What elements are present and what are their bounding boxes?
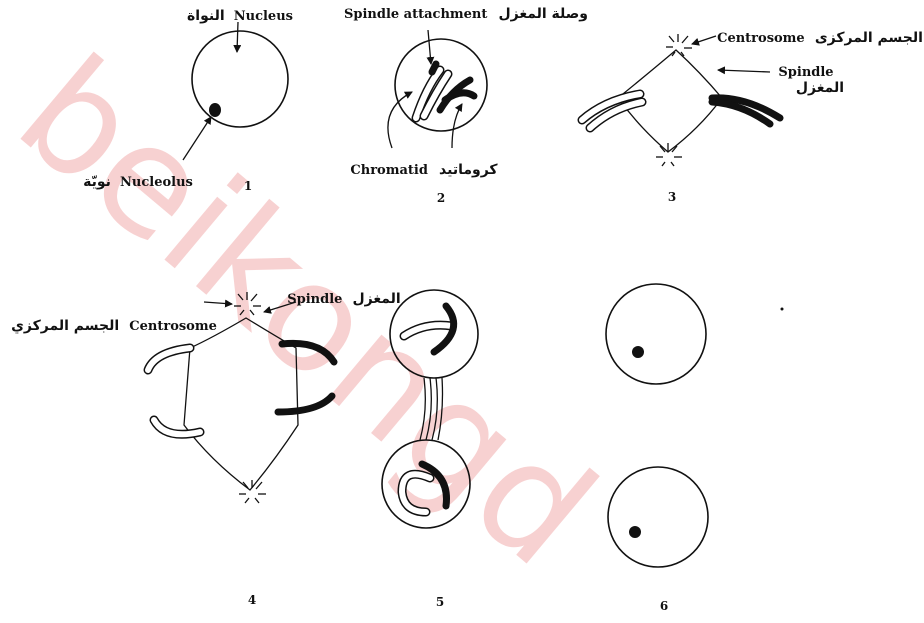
stage-3-number: 3 [668,190,676,204]
stage-3-chromosomes [582,94,780,128]
centrosome-arabic-label-3: الجسم المركزى [815,30,923,46]
stage-2-chromatid-label: Chromatid كروماتيد [350,159,498,178]
stage-1-nucleus-arrow [237,22,238,52]
watermark: beikongd [0,24,626,600]
stage-3: Centrosome الجسم المركزى Spindle المغزل … [582,27,923,204]
stage-6: 6 [606,284,784,613]
stray-dot [781,308,784,311]
nucleolus-label: Nucleolus [120,175,193,190]
stage-3-centrosome-label: Centrosome الجسم المركزى [717,27,923,46]
centrosome-arabic-label-4: الجسم المركزي [11,318,119,335]
stage-1-nucleus-label: النواة Nucleus [187,5,293,24]
stage-4-centrosome-bottom [239,480,266,503]
stage-2-spindle-attachment-arrow [428,30,431,64]
stage-3-centrosome-bottom [656,143,682,166]
nucleus-arabic-label: النواة [187,8,225,24]
stage-6-cell-top [606,284,706,384]
spindle-attachment-label: Spindle attachment [344,7,487,22]
watermark-text: beikongd [0,24,626,600]
stage-2-chromatid-arrow-left [388,92,412,148]
spindle-label-4: Spindle [287,292,342,307]
stage-2-chromosomes [416,64,474,118]
chromatid-arabic-label: كروماتيد [439,162,498,178]
stage-3-centrosome-arrow [692,36,716,44]
stage-2: Spindle attachment وصلة المغزل Chromatid… [344,3,588,205]
spindle-arabic-label-4: المغزل [353,291,401,307]
stage-6-cell-bottom [608,467,708,567]
stage-2-number: 2 [437,191,445,205]
chromatid-label: Chromatid [350,163,428,178]
stage-1-number: 1 [244,179,252,193]
stage-6-nucleolus-top [632,346,644,358]
stage-4-number: 4 [248,593,256,607]
stage-6-nucleolus-bottom [629,526,641,538]
nucleolus-arabic-label: نويّة [83,174,111,190]
stage-6-number: 6 [660,599,668,613]
centrosome-label-3: Centrosome [717,31,805,46]
stage-1-cell [192,31,288,127]
centrosome-label-4: Centrosome [129,319,217,334]
stage-3-spindle-arrow [718,70,770,72]
spindle-label-3: Spindle [778,65,833,80]
stage-5-number: 5 [436,595,444,609]
spindle-attachment-arabic-label: وصلة المغزل [498,6,588,22]
stage-1-nucleolus [209,103,221,117]
stage-2-spindle-attachment-label: Spindle attachment وصلة المغزل [344,3,588,22]
nucleus-label: Nucleus [234,9,293,24]
spindle-arabic-label-3: المغزل [796,80,844,96]
